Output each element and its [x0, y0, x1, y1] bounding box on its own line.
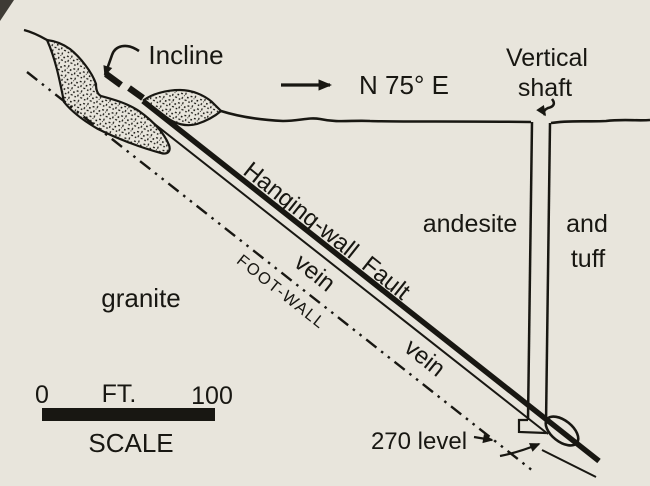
- vein-wall-line-continuation: [541, 449, 597, 478]
- fault-line: [141, 98, 601, 464]
- granite-label: granite: [101, 283, 181, 313]
- incline-label: Incline: [148, 40, 223, 70]
- incline-arrow: [103, 44, 140, 77]
- level-station-ellipse: [544, 415, 580, 447]
- level-arrow: [473, 433, 494, 444]
- scale-caption: SCALE: [88, 428, 173, 458]
- vertical-shaft-label-line2: shaft: [518, 74, 572, 102]
- shaft-right-wall: [544, 122, 552, 425]
- scan-artifact-corner: [0, 0, 14, 21]
- shaft-station: [517, 418, 547, 435]
- vertical-shaft-label-line1: Vertical: [506, 44, 588, 72]
- vein-wall-line: [151, 121, 549, 435]
- scale-bar-rect: [42, 408, 215, 421]
- surface-line-far-left: [23, 28, 48, 42]
- incline-dash-2: [127, 85, 145, 101]
- andesite-label: andesite: [423, 210, 518, 238]
- scale-max-label: 100: [191, 382, 233, 410]
- level-curved-arrow: [499, 442, 541, 458]
- and-label: and: [566, 210, 608, 238]
- surface-line-right-of-shaft: [550, 118, 650, 125]
- scale-unit-label: FT.: [102, 380, 137, 408]
- outcrop-left-stipple: [45, 38, 171, 155]
- shaft-left-wall: [526, 121, 534, 421]
- scale-bar: 0 FT. 100 SCALE: [35, 380, 233, 458]
- tuff-label: tuff: [571, 245, 605, 273]
- level-label: 270 level: [371, 428, 467, 455]
- shaft-arrow: [536, 98, 556, 117]
- scale-min-label: 0: [35, 381, 49, 409]
- bearing-label: N 75° E: [359, 70, 449, 100]
- surface-line-left-of-shaft: [220, 109, 532, 124]
